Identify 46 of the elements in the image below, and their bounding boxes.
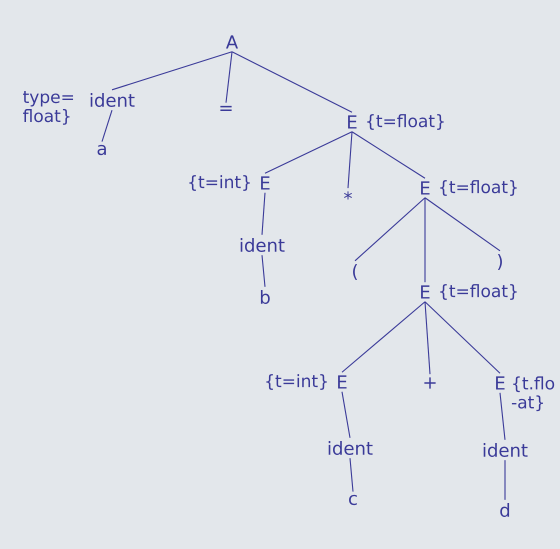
node-label: ident <box>240 238 285 252</box>
annotation-text: {t=float} <box>367 114 444 130</box>
node-label: E <box>421 285 430 299</box>
tree-branch <box>424 197 500 252</box>
annotation-text: {t.flo -at} <box>512 376 554 412</box>
tree-branch <box>341 392 351 438</box>
node-label: ident <box>328 441 373 455</box>
annotation-text: type= float} <box>23 91 74 125</box>
node-label: ident <box>484 443 528 457</box>
annotation-text: {t=int} <box>189 175 250 191</box>
node-label: A <box>226 35 238 49</box>
tree-branch <box>499 392 506 440</box>
node-label: ) <box>498 254 502 270</box>
tree-branch <box>504 460 506 500</box>
node-label: ident <box>90 93 135 107</box>
tree-branch <box>264 131 352 174</box>
annotation-text: {t=float} <box>440 180 517 196</box>
node-label: a <box>98 144 106 156</box>
tree-branch <box>424 198 426 282</box>
annotation-text: {t=int} <box>266 374 327 390</box>
node-label: * <box>344 191 352 200</box>
tree-branch <box>342 301 426 373</box>
node-label: E <box>338 375 347 389</box>
node-label: E <box>421 181 430 195</box>
annotation-text: {t=float} <box>440 284 517 300</box>
node-label: = <box>220 106 232 111</box>
tree-branch <box>261 255 266 287</box>
tree-branch <box>225 52 233 103</box>
tree-branch <box>354 197 426 262</box>
tree-branch <box>347 132 353 188</box>
tree-branch <box>261 192 266 235</box>
node-label: + <box>424 377 436 389</box>
node-label: b <box>260 290 270 304</box>
tree-branch <box>349 458 354 492</box>
tree-branch <box>352 131 426 179</box>
tree-branch <box>424 301 500 374</box>
tree-branch <box>232 51 352 113</box>
tree-branch <box>424 302 431 374</box>
node-label: ( <box>353 264 358 280</box>
tree-branch <box>112 51 232 90</box>
node-label: E <box>348 115 357 129</box>
node-label: E <box>496 376 505 390</box>
node-label: c <box>349 494 357 506</box>
tree-branch <box>101 110 113 142</box>
node-label: E <box>261 176 270 190</box>
node-label: d <box>500 503 510 517</box>
